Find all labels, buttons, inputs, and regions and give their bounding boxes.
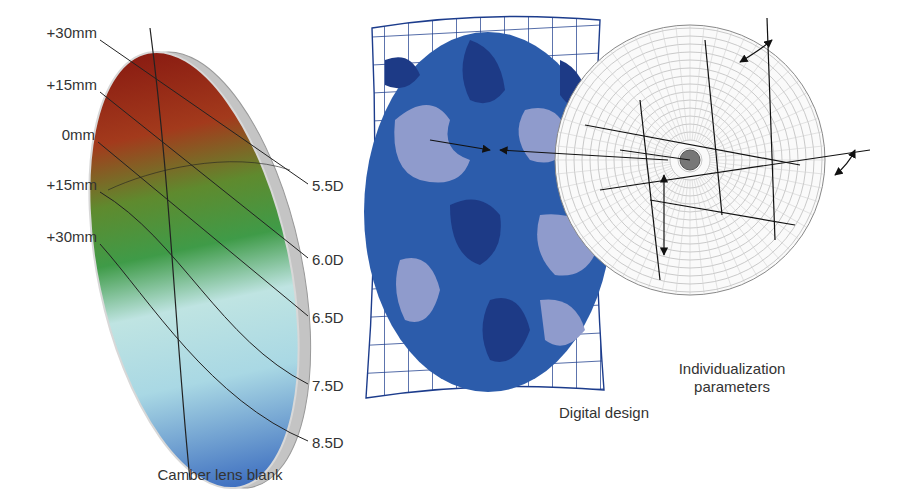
power-label: 7.5D [312,377,344,395]
disc-spoke [611,176,678,268]
disc-spoke [574,93,673,150]
disc-spoke [700,44,757,143]
caption-label: Camber lens blank [157,466,282,484]
height-label: +15mm [47,176,97,194]
disc-spoke [600,60,676,145]
disc-spoke [706,172,798,239]
disc-spoke [676,27,688,140]
disc-spoke [702,176,769,268]
lens-blank [54,28,346,494]
disc-spoke [708,168,812,214]
disc-spoke [600,175,676,260]
caption-label: Individualization parameters [657,360,807,396]
height-label: +15mm [47,76,97,94]
power-label: 8.5D [312,434,344,452]
disc-spoke [703,60,779,145]
leader-lines [98,40,308,441]
disc-spoke [706,81,798,148]
disc-spoke [690,26,691,140]
disc-spoke [707,93,806,150]
height-label: 0mm [62,126,95,144]
disc-spoke [623,44,680,143]
parameter-arrows [430,18,870,280]
disc-spoke [563,119,671,154]
parameter-disc [555,25,825,295]
disc-spoke [700,177,757,276]
power-label: 5.5D [312,177,344,195]
disc-spoke [623,177,680,276]
disc-spoke [557,162,670,174]
power-label: 6.5D [312,309,344,327]
disc-spoke [703,175,779,260]
caption-label: Digital design [559,404,649,422]
height-label: +30mm [47,24,97,42]
disc-spoke [590,70,675,146]
disc-spoke [574,170,673,227]
disc-spoke [582,172,674,239]
disc-spoke [698,38,744,142]
disc-spoke [702,52,769,144]
disc-spoke [568,105,672,151]
disc-spoke [692,180,704,293]
disc-spoke [690,180,691,294]
power-label: 6.0D [312,251,344,269]
height-label: +30mm [47,228,97,246]
disc-spoke [649,179,684,287]
disc-spoke [705,70,790,146]
disc-spoke [582,81,674,148]
disc-spoke [611,52,678,144]
